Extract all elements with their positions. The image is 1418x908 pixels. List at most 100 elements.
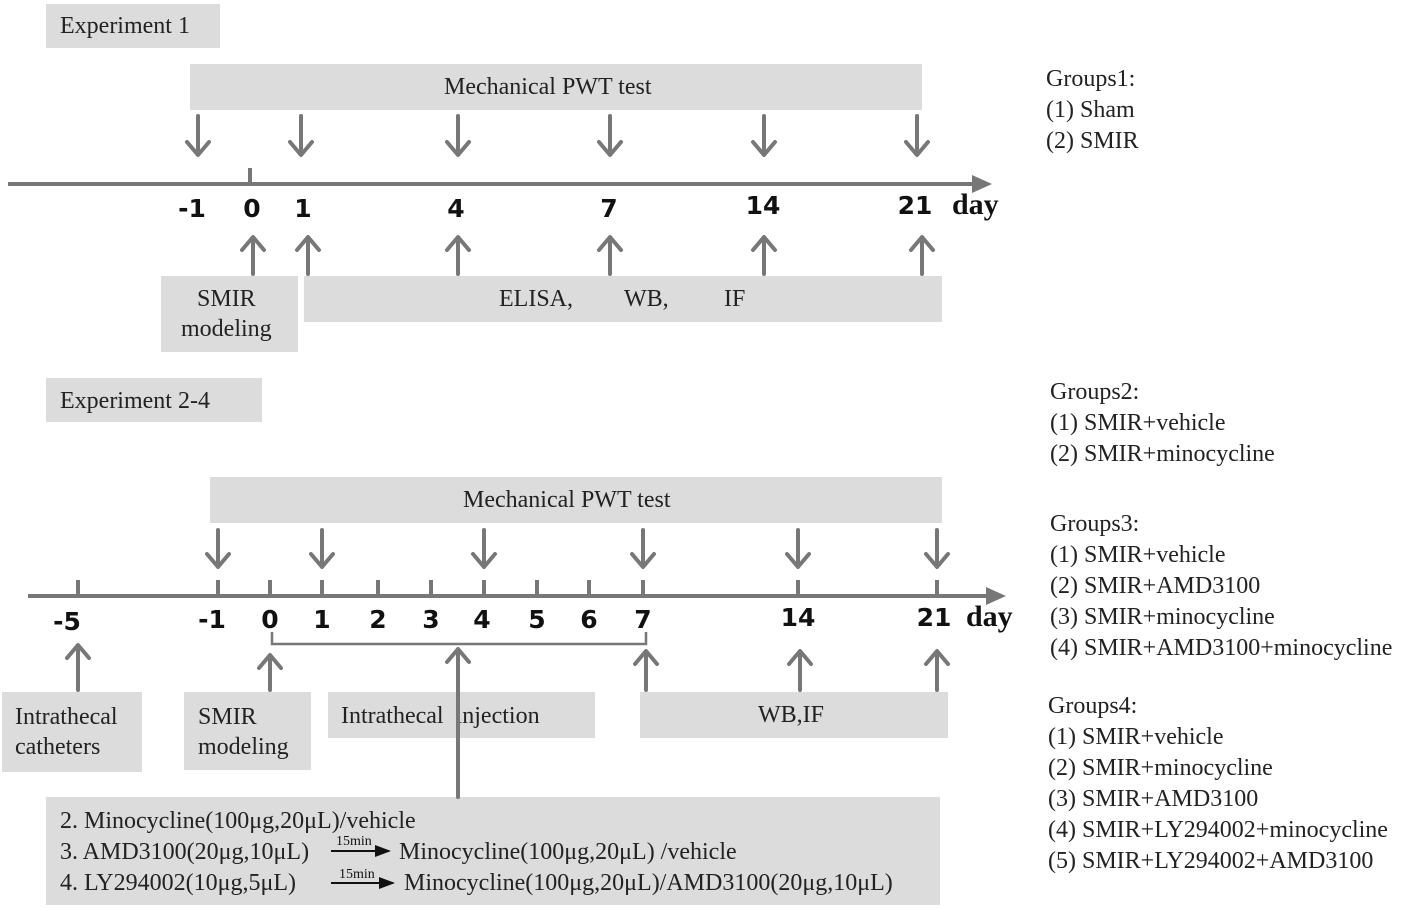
- exp2-wbif-label: WB,IF: [758, 702, 824, 728]
- exp1-up-arrow: [295, 235, 321, 276]
- exp2-tick-label: 7: [634, 605, 651, 634]
- exp1-up-arrow: [445, 235, 471, 276]
- exp2-modeling-box: SMIR modeling: [184, 692, 311, 770]
- groups1-item: (1) Sham: [1046, 97, 1135, 123]
- exp2-tick-label: 1: [313, 605, 330, 634]
- exp2-tick-label: 3: [422, 605, 439, 634]
- exp1-title: Experiment 1: [60, 13, 190, 39]
- exp2-down-arrow: [785, 528, 811, 569]
- protocol-line-3-right: Minocycline(100μg,20μL) /vehicle: [399, 839, 737, 865]
- groups3-item: (4) SMIR+AMD3100+minocycline: [1050, 635, 1393, 661]
- exp1-tick-label: 7: [600, 194, 617, 223]
- exp2-down-arrow: [630, 528, 656, 569]
- exp2-up-arrow: [445, 647, 471, 799]
- exp1-down-arrow: [288, 114, 314, 157]
- exp2-tick-label: 2: [369, 605, 386, 634]
- exp1-down-arrows: [185, 114, 930, 157]
- exp1-tick-label: -1: [178, 194, 206, 223]
- protocol-line-2: 2. Minocycline(100μg,20μL)/vehicle: [60, 808, 416, 834]
- exp2-title-box: Experiment 2-4: [46, 378, 262, 422]
- exp2-down-arrow: [205, 528, 231, 569]
- exp2-protocol-box: 2. Minocycline(100μg,20μL)/vehicle 3. AM…: [46, 797, 940, 905]
- exp2-tick-label: 5: [528, 605, 545, 634]
- exp2-up-arrow: [787, 649, 813, 692]
- protocol-delay-line3: 15min: [336, 834, 372, 849]
- groups2-list: Groups2: (1) SMIR+vehicle (2) SMIR+minoc…: [1050, 377, 1275, 470]
- exp2-ticks: [76, 580, 939, 596]
- exp2-pwt-label: Mechanical PWT test: [463, 487, 671, 513]
- exp2-tick-label: 0: [261, 605, 278, 634]
- groups2-item: (2) SMIR+minocycline: [1050, 441, 1275, 467]
- groups4-item: (1) SMIR+vehicle: [1048, 724, 1224, 750]
- exp1-down-arrow: [185, 114, 211, 157]
- groups4-item: (5) SMIR+LY294002+AMD3100: [1048, 848, 1374, 874]
- exp2-tick-label: -5: [53, 607, 81, 636]
- injection-bracket: [270, 632, 648, 646]
- protocol-line-3-left: 3. AMD3100(20μg,10μL): [60, 839, 310, 865]
- exp1-title-box: Experiment 1: [46, 4, 220, 48]
- protocol-delay-line4: 15min: [339, 867, 375, 882]
- exp2-injection-box: Intrathecal injection: [328, 692, 595, 738]
- exp2-up-arrow: [633, 649, 659, 692]
- protocol-line-4-left: 4. LY294002(10μg,5μL): [60, 870, 296, 896]
- exp1-tick-label: 1: [294, 194, 311, 223]
- exp1-pwt-bar: Mechanical PWT test: [190, 64, 922, 110]
- groups4-title: Groups4:: [1048, 693, 1138, 719]
- exp1-tick-label: 4: [447, 194, 464, 223]
- exp2-down-arrows: [205, 528, 950, 569]
- exp1-down-arrow: [445, 114, 471, 157]
- exp1-assay-elisa: ELISA,: [499, 286, 573, 312]
- exp2-tick-label: 6: [580, 605, 597, 634]
- exp1-modeling-line2: modeling: [181, 316, 272, 342]
- exp2-tick-label: 21: [917, 603, 952, 632]
- exp2-up-arrow: [257, 653, 283, 692]
- exp1-tick-label: 0: [243, 194, 260, 223]
- exp2-injection-label: Intrathecal injection: [341, 703, 540, 729]
- groups3-item: (1) SMIR+vehicle: [1050, 542, 1226, 568]
- exp2-day-label: day: [966, 600, 1013, 633]
- exp1-assay-if: IF: [724, 286, 746, 312]
- exp1-tick-label: 21: [898, 191, 933, 220]
- exp2-wbif-box: WB,IF: [640, 692, 948, 738]
- exp2-catheter-line2: catheters: [15, 734, 101, 760]
- exp1-down-arrow: [751, 114, 777, 157]
- exp2-down-arrow: [924, 528, 950, 569]
- exp1-up-arrow: [240, 235, 266, 276]
- exp2-up-arrow: [924, 649, 950, 692]
- exp1-assay-wb: WB,: [624, 286, 669, 312]
- exp2-pwt-bar: Mechanical PWT test: [210, 477, 942, 523]
- exp2-modeling-line2: modeling: [198, 734, 289, 760]
- exp2-tick-label: 4: [473, 605, 490, 634]
- groups1-item: (2) SMIR: [1046, 128, 1139, 154]
- exp2-tick-label: -1: [198, 605, 226, 634]
- exp2-axis-arrowhead: [986, 587, 1006, 605]
- groups4-item: (4) SMIR+LY294002+minocycline: [1048, 817, 1388, 843]
- groups3-item: (3) SMIR+minocycline: [1050, 604, 1275, 630]
- exp2-modeling-line1: SMIR: [198, 704, 257, 730]
- exp1-modeling-line1: SMIR: [197, 286, 256, 312]
- exp1-axis-arrowhead: [972, 175, 992, 193]
- exp2-catheter-line1: Intrathecal: [15, 704, 118, 730]
- groups1-title: Groups1:: [1046, 66, 1136, 92]
- groups4-list: Groups4: (1) SMIR+vehicle (2) SMIR+minoc…: [1048, 691, 1388, 877]
- exp1-up-arrow: [751, 235, 777, 276]
- exp1-up-arrow: [909, 235, 935, 276]
- exp2-down-arrow: [471, 528, 497, 569]
- groups3-title: Groups3:: [1050, 511, 1140, 537]
- groups3-list: Groups3: (1) SMIR+vehicle (2) SMIR+AMD31…: [1050, 509, 1392, 664]
- exp1-assay-box: ELISA, WB, IF: [304, 276, 942, 322]
- groups3-item: (2) SMIR+AMD3100: [1050, 573, 1261, 599]
- groups1-list: Groups1: (1) Sham (2) SMIR: [1046, 64, 1139, 157]
- exp2-catheter-box: Intrathecal catheters: [2, 692, 142, 772]
- exp1-pwt-label: Mechanical PWT test: [444, 74, 652, 100]
- groups2-title: Groups2:: [1050, 379, 1140, 405]
- groups2-item: (1) SMIR+vehicle: [1050, 410, 1226, 436]
- protocol-line-4-right: Minocycline(100μg,20μL)/AMD3100(20μg,10μ…: [404, 870, 893, 896]
- exp1-up-arrow: [597, 235, 623, 276]
- exp1-tick-label: 14: [746, 191, 781, 220]
- exp2-title: Experiment 2-4: [60, 388, 210, 414]
- exp2-down-arrow: [309, 528, 335, 569]
- exp1-day-label: day: [952, 188, 999, 221]
- exp1-modeling-box: SMIR modeling: [161, 276, 298, 352]
